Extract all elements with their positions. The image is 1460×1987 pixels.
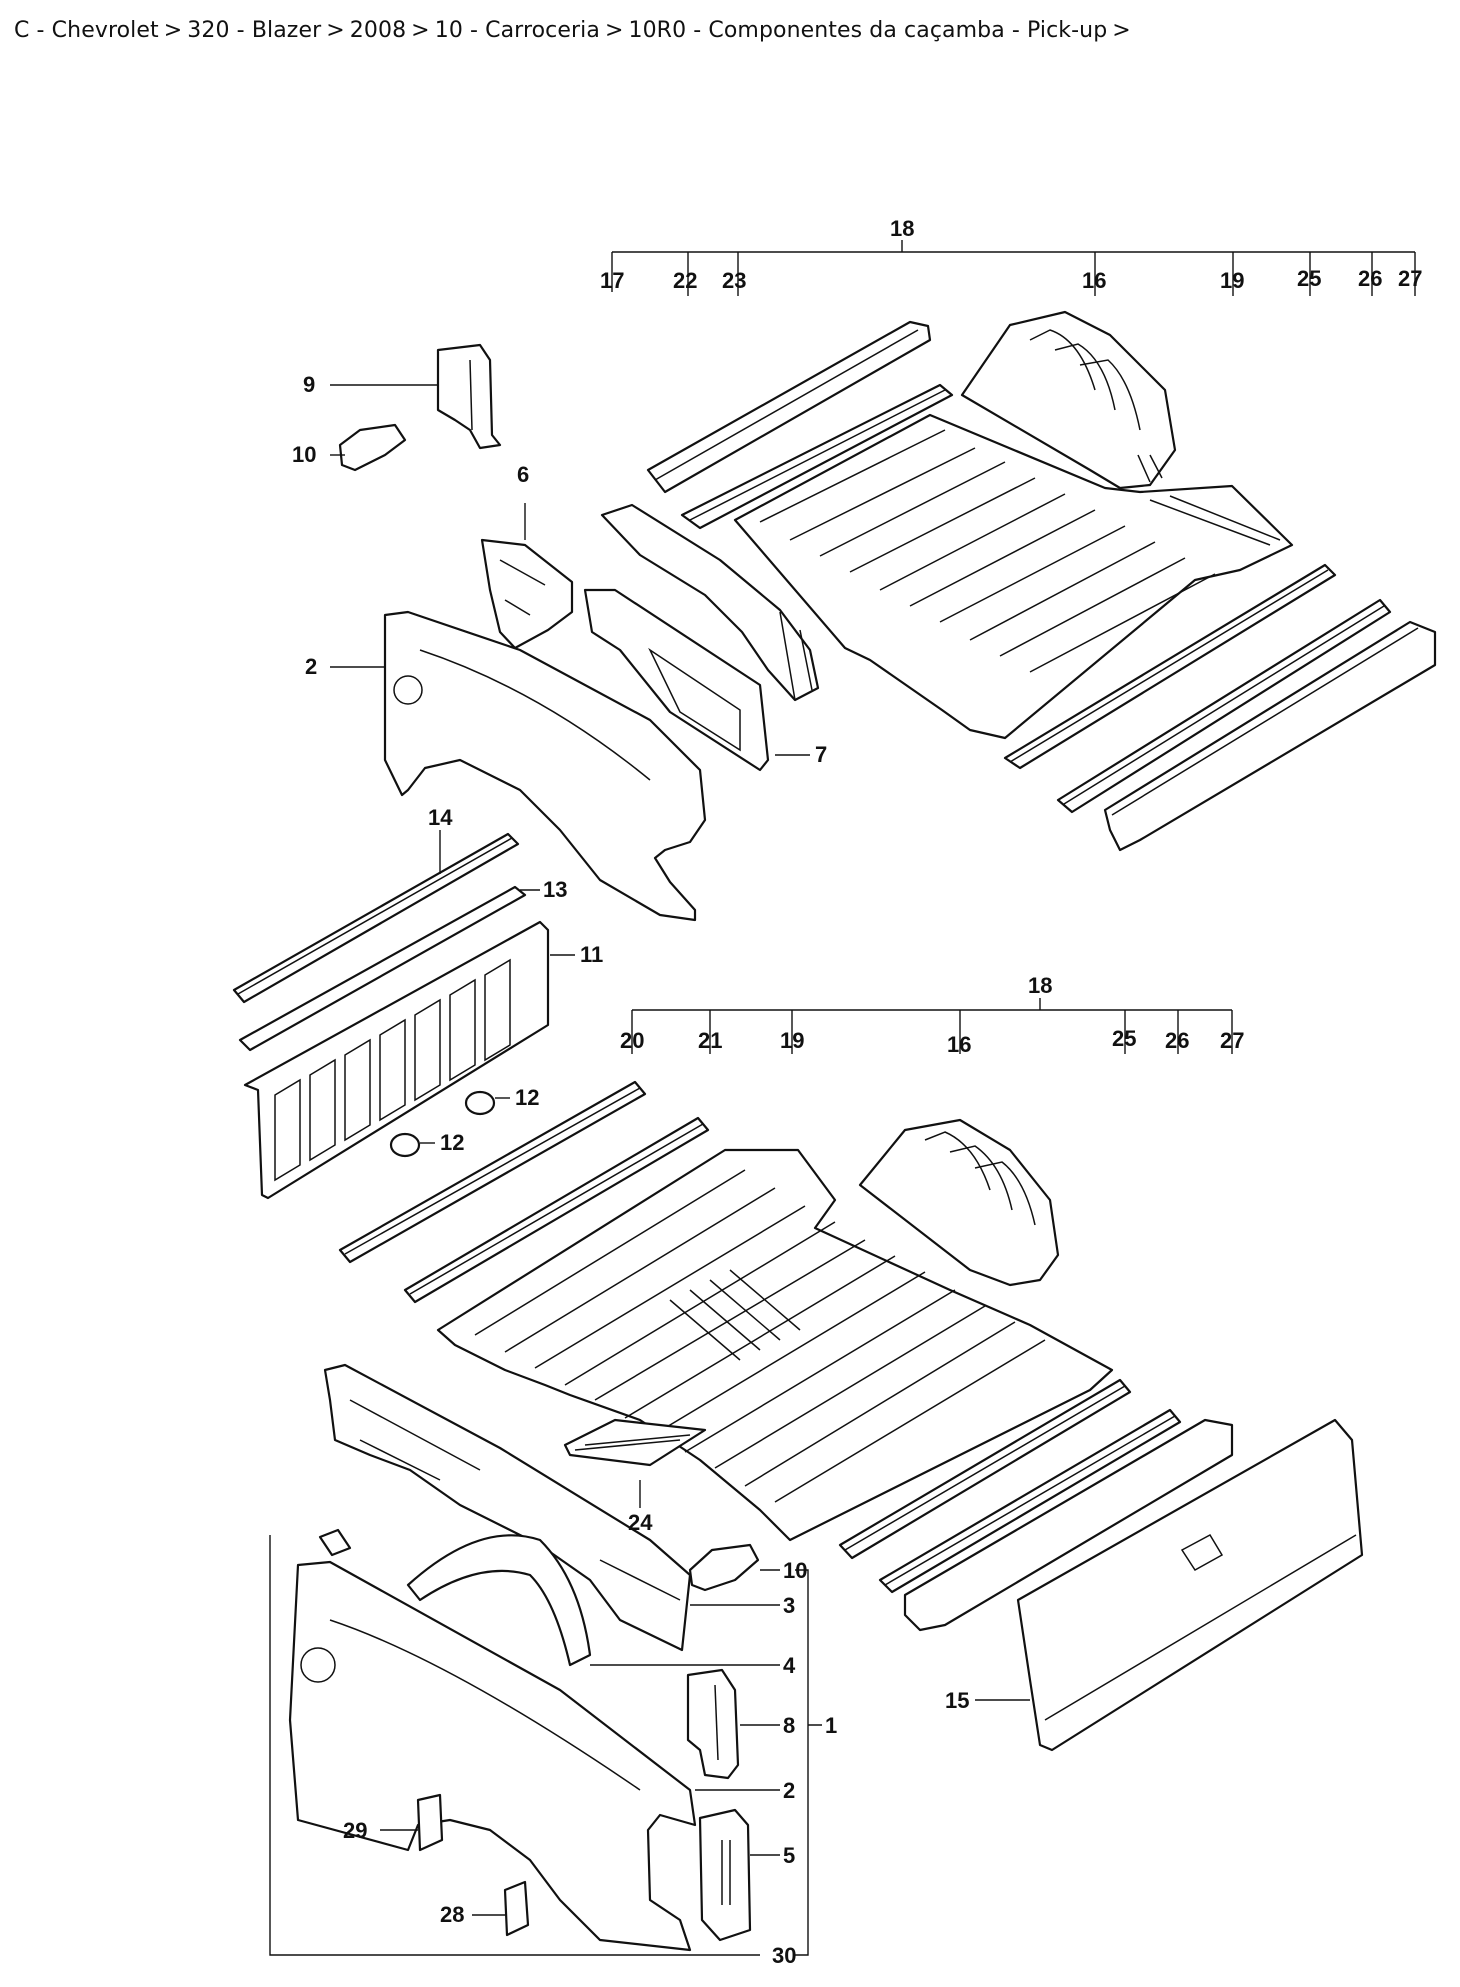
part-crossmember-27-bottom[interactable] [903, 1418, 1234, 1632]
bracket-18-bottom [631, 998, 1233, 1054]
callout-9[interactable]: 9 [303, 372, 315, 397]
part-plate-29[interactable] [416, 1793, 444, 1852]
part-wheelhouse-bottom[interactable] [858, 1118, 1060, 1287]
part-rail-22-23[interactable] [646, 320, 954, 530]
part-bed-floor-top[interactable] [733, 413, 1294, 740]
breadcrumb-separator: > [163, 18, 183, 43]
part-bed-floor-bottom[interactable] [436, 1148, 1114, 1542]
callout-5[interactable]: 5 [783, 1843, 795, 1868]
callout-26-bottom[interactable]: 26 [1165, 1028, 1189, 1053]
part-tailgate-15[interactable] [1016, 1418, 1364, 1752]
callout-2-top[interactable]: 2 [305, 654, 317, 679]
callout-19-top[interactable]: 19 [1220, 268, 1244, 293]
part-arch-liner-4[interactable] [406, 1534, 592, 1667]
part-fender-2-top[interactable] [383, 610, 707, 922]
breadcrumb-separator: > [1112, 18, 1131, 43]
part-plate-28[interactable] [503, 1880, 530, 1937]
part-rail-20[interactable] [338, 1080, 647, 1264]
callout-3[interactable]: 3 [783, 1593, 795, 1618]
callout-19-bottom[interactable]: 19 [780, 1028, 804, 1053]
part-bracket-8[interactable] [686, 1668, 740, 1780]
part-bracket-5[interactable] [698, 1808, 752, 1942]
breadcrumb-item-model[interactable]: 320 - Blazer [187, 18, 322, 43]
callout-13[interactable]: 13 [543, 877, 567, 902]
breadcrumb: C - Chevrolet>320 - Blazer>2008>10 - Car… [14, 18, 1136, 43]
callout-4[interactable]: 4 [783, 1653, 796, 1678]
breadcrumb-item-make[interactable]: C - Chevrolet [14, 18, 159, 43]
breadcrumb-separator: > [604, 18, 624, 43]
callout-1[interactable]: 1 [825, 1713, 837, 1738]
leader-lines [330, 384, 1030, 1916]
part-plug-12-b[interactable] [389, 1132, 421, 1158]
bracket-18-top [611, 240, 1416, 296]
part-rail-25-bottom[interactable] [838, 1378, 1132, 1560]
part-bracket-9[interactable] [436, 343, 502, 450]
callout-18-top[interactable]: 18 [890, 216, 914, 241]
breadcrumb-separator: > [326, 18, 345, 43]
part-side-inner-7[interactable] [583, 588, 770, 772]
callout-21[interactable]: 21 [698, 1028, 722, 1053]
callout-17[interactable]: 17 [600, 268, 624, 293]
part-crossmember-27[interactable] [1103, 620, 1437, 852]
part-bracket-10-bottom[interactable] [688, 1543, 760, 1592]
callout-10-top[interactable]: 10 [292, 442, 316, 467]
callout-29[interactable]: 29 [343, 1818, 367, 1843]
callout-23[interactable]: 23 [722, 268, 746, 293]
callout-25-top[interactable]: 25 [1297, 266, 1321, 291]
callout-8[interactable]: 8 [783, 1713, 795, 1738]
part-rail-26-bottom[interactable] [878, 1408, 1182, 1594]
callout-15[interactable]: 15 [945, 1688, 969, 1713]
callout-28[interactable]: 28 [440, 1902, 464, 1927]
callout-16-bottom[interactable]: 16 [947, 1032, 971, 1057]
callout-30[interactable]: 30 [772, 1943, 796, 1968]
part-small-plate[interactable] [318, 1528, 352, 1557]
part-tailgate-panel-11[interactable] [243, 920, 550, 1200]
part-rail-17[interactable] [600, 503, 820, 702]
bracket-1 [795, 1569, 822, 1956]
callout-11[interactable]: 11 [580, 942, 603, 967]
callout-27-bottom[interactable]: 27 [1220, 1028, 1244, 1053]
callout-27-top[interactable]: 27 [1398, 266, 1422, 291]
part-strip-24[interactable] [563, 1418, 707, 1467]
breadcrumb-item-group[interactable]: 10 - Carroceria [434, 18, 600, 43]
callout-labels: 18 17 22 23 16 19 25 26 27 9 10 6 2 7 14… [292, 216, 1422, 1968]
callout-2-bottom[interactable]: 2 [783, 1778, 795, 1803]
part-strip-13[interactable] [238, 885, 527, 1052]
callout-25-bottom[interactable]: 25 [1112, 1026, 1136, 1051]
callout-14[interactable]: 14 [428, 805, 453, 830]
callout-20[interactable]: 20 [620, 1028, 644, 1053]
callout-10-bottom[interactable]: 10 [783, 1558, 807, 1583]
part-plug-12-a[interactable] [464, 1090, 496, 1116]
part-side-inner-3[interactable] [323, 1363, 692, 1652]
breadcrumb-separator: > [411, 18, 430, 43]
part-rail-25[interactable] [1003, 563, 1337, 770]
callout-24[interactable]: 24 [628, 1510, 653, 1535]
part-rail-26[interactable] [1056, 598, 1392, 814]
breadcrumb-item-subgroup[interactable]: 10R0 - Componentes da caçamba - Pick-up [628, 18, 1108, 43]
callout-22[interactable]: 22 [673, 268, 697, 293]
part-bracket-6[interactable] [480, 538, 574, 650]
breadcrumb-item-year[interactable]: 2008 [349, 18, 407, 43]
part-rail-21[interactable] [403, 1116, 710, 1304]
callout-18-bottom[interactable]: 18 [1028, 973, 1052, 998]
part-bracket-10-top[interactable] [338, 423, 407, 472]
part-fender-2-bottom[interactable] [288, 1560, 697, 1952]
part-wheelhouse-top[interactable] [960, 310, 1177, 490]
callout-26-top[interactable]: 26 [1358, 266, 1382, 291]
callout-6[interactable]: 6 [517, 462, 529, 487]
callout-12-a[interactable]: 12 [515, 1085, 539, 1110]
bracket-30 [269, 1535, 760, 1956]
callout-7[interactable]: 7 [815, 742, 827, 767]
callout-12-b[interactable]: 12 [440, 1130, 464, 1155]
part-rail-14[interactable] [232, 832, 520, 1004]
callout-16-top[interactable]: 16 [1082, 268, 1106, 293]
